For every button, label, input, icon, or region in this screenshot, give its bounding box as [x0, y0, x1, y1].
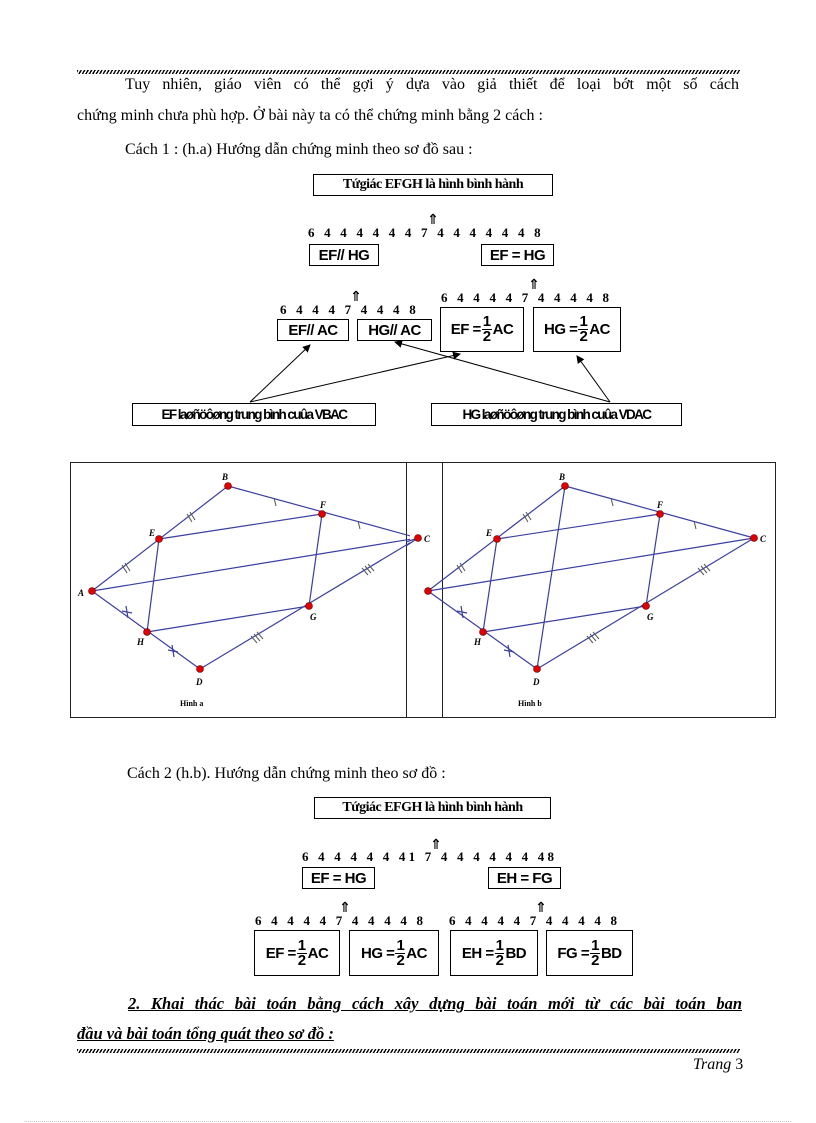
brace: 6 4 4 4 4 7 4 4 4 4 8: [441, 290, 613, 305]
figure-a-point-c: C: [406, 534, 431, 547]
section-heading: 2. Khai thác bài toán bằng cách xây dựng…: [128, 994, 742, 1013]
implies-up-arrow-icon: ⇑: [528, 277, 540, 293]
condition-box: EF// HG: [309, 244, 379, 266]
condition-text: HG =: [544, 321, 578, 338]
svg-text:A: A: [77, 588, 84, 598]
figure-b: A B C D E F G H Hình b: [420, 472, 767, 708]
page-label: Trang: [693, 1056, 732, 1073]
svg-text:D: D: [195, 677, 203, 687]
condition-text: EH =: [461, 944, 494, 962]
condition-text: EF =: [450, 321, 482, 338]
svg-text:H: H: [136, 637, 145, 647]
condition-text: EF = HG: [310, 869, 367, 887]
condition-text: BD: [600, 944, 622, 962]
page-bottom-border: [25, 1121, 791, 1122]
condition-text: BD: [505, 944, 527, 962]
svg-text:E: E: [485, 528, 492, 538]
section-heading: đầu và bài toán tổng quát theo sơ đồ :: [77, 1024, 334, 1043]
header-rule: [77, 70, 740, 74]
condition-box: EH = FG: [488, 867, 561, 889]
condition-text: EF =: [265, 944, 297, 962]
condition-text: AC: [589, 321, 610, 338]
condition-text: EH = FG: [496, 869, 553, 887]
implies-up-arrow-icon: ⇑: [427, 212, 439, 228]
figure-a: A B D E F G H Hình a: [77, 472, 410, 708]
condition-text: AC: [492, 321, 514, 338]
footer-rule: [77, 1049, 740, 1053]
brace: 6 4 4 4 4 4 41 7 4 4 4 4 4 4 48: [302, 849, 558, 864]
goal-box: Tứgiác EFGH là hình bình hành: [313, 174, 553, 196]
basis-text: HG laøñöôøng trung bình cuûa VDAC: [462, 407, 653, 422]
svg-text:D: D: [532, 677, 540, 687]
goal-text: Tứgiác EFGH là hình bình hành: [342, 177, 524, 192]
figure-divider: [406, 462, 407, 718]
condition-text: FG =: [557, 944, 590, 962]
basis-text: EF laøñöôøng trung bình cuûa VBAC: [161, 407, 349, 422]
brace: 6 4 4 4 4 4 4 7 4 4 4 4 4 4 8: [308, 225, 544, 240]
implies-up-arrow-icon: ⇑: [339, 900, 351, 916]
condition-box: EF// AC: [277, 319, 349, 341]
paragraph-line: chứng minh chưa phù hợp. Ở bài này ta có…: [77, 107, 543, 124]
svg-text:B: B: [558, 472, 565, 482]
page-value: 3: [735, 1056, 744, 1073]
svg-text:H: H: [473, 637, 482, 647]
figure-frame: [70, 462, 776, 718]
brace: 6 4 4 4 4 7 4 4 4 4 8: [255, 913, 427, 928]
method2-intro: Cách 2 (h.b). Hướng dẫn chứng minh theo …: [127, 765, 446, 782]
condition-text: EF = HG: [489, 246, 546, 264]
figure-caption: Hình a: [180, 699, 203, 708]
svg-text:F: F: [656, 500, 663, 510]
condition-text: EF// AC: [288, 321, 338, 339]
svg-text:C: C: [424, 534, 431, 544]
condition-text: EF// HG: [318, 246, 370, 264]
goal-text: Tứgiác EFGH là hình bình hành: [342, 800, 523, 815]
svg-text:C: C: [760, 534, 767, 544]
condition-text: HG// AC: [368, 321, 421, 339]
figure-divider: [442, 462, 443, 718]
basis-box: EF laøñöôøng trung bình cuûa VBAC: [132, 403, 376, 426]
condition-box: EF = HG: [481, 244, 554, 266]
svg-text:G: G: [310, 612, 317, 622]
method1-intro: Cách 1 : (h.a) Hướng dẫn chứng minh theo…: [125, 141, 473, 158]
brace: 6 4 4 4 4 7 4 4 4 4 8: [449, 913, 621, 928]
svg-text:G: G: [647, 612, 654, 622]
goal-box: Tứgiác EFGH là hình bình hành: [314, 797, 551, 819]
svg-text:F: F: [319, 500, 326, 510]
implies-up-arrow-icon: ⇑: [350, 289, 362, 305]
page-number: Trang 3: [693, 1056, 743, 1074]
svg-text:E: E: [148, 528, 155, 538]
connector-arrows: [249, 340, 611, 403]
implies-up-arrow-icon: ⇑: [430, 837, 442, 853]
condition-text: AC: [307, 944, 329, 962]
condition-text: HG =: [361, 944, 395, 962]
figure-caption: Hình b: [518, 699, 542, 708]
paragraph-line: Tuy nhiên, giáo viên có thể gợi ý dựa và…: [125, 76, 739, 93]
basis-box: HG laøñöôøng trung bình cuûa VDAC: [431, 403, 682, 426]
condition-box: EF = HG: [302, 867, 375, 889]
brace: 6 4 4 4 7 4 4 4 8: [280, 302, 419, 317]
implies-up-arrow-icon: ⇑: [535, 900, 547, 916]
condition-text: AC: [406, 944, 427, 962]
svg-text:B: B: [221, 472, 228, 482]
